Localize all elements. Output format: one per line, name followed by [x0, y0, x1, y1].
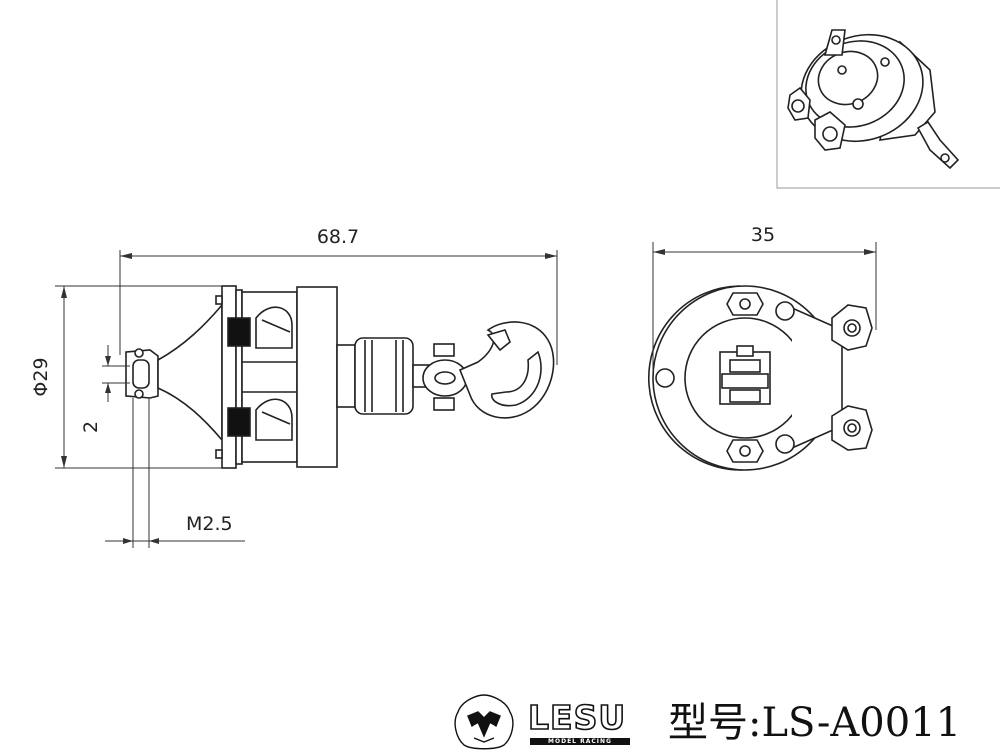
dimension-lines: [55, 242, 877, 548]
brand-name: LESU: [527, 698, 627, 737]
side-view: [125, 285, 555, 469]
lion-logo-icon: [454, 694, 514, 750]
front-view: [647, 285, 873, 471]
dimension-arrows: [61, 249, 876, 544]
dim-overall-length: 68.7: [317, 226, 359, 248]
model-label: 型号:LS-A0011: [668, 700, 962, 746]
dim-front-width: 35: [751, 224, 775, 246]
brand-tagline: MODEL RACING: [530, 738, 630, 745]
dim-diameter: Φ29: [30, 357, 52, 396]
dim-offset: 2: [80, 421, 102, 433]
perspective-view-inset: [776, 0, 1000, 189]
dim-thread: M2.5: [186, 513, 233, 535]
brand-logo: LESU MODEL RACING: [527, 698, 632, 746]
